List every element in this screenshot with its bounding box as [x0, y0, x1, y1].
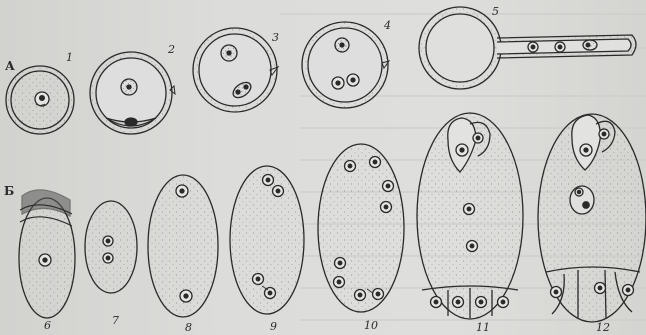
stage-label-4: 4 — [384, 20, 391, 31]
stage-2-cell — [90, 52, 175, 134]
stage-label-5: 5 — [492, 6, 499, 17]
stage-7-cell — [85, 201, 137, 293]
stage-label-7: 7 — [112, 315, 119, 326]
stage-11-embryo-sac — [417, 113, 523, 319]
stage-label-9: 9 — [270, 321, 277, 332]
series-label-a: А — [5, 60, 15, 72]
stage-label-3: 3 — [272, 32, 279, 43]
stage-12-mature-embryo-sac — [538, 114, 646, 322]
stage-8-cell — [148, 175, 218, 317]
stage-1-cell — [6, 66, 74, 134]
stage-label-8: 8 — [185, 322, 192, 333]
stage-label-10: 10 — [364, 320, 378, 331]
stage-label-11: 11 — [476, 322, 490, 333]
stage-label-2: 2 — [168, 44, 175, 55]
stage-label-12: 12 — [596, 322, 610, 333]
stage-5-cell-with-tube — [419, 7, 636, 89]
stage-6-cell — [19, 190, 75, 318]
stage-3-cell — [193, 28, 278, 112]
stage-4-cell — [302, 22, 389, 108]
stage-10-cell — [318, 144, 404, 312]
stage-label-1: 1 — [66, 52, 73, 63]
stage-9-cell — [230, 166, 304, 314]
series-label-b: Б — [4, 185, 14, 197]
stage-label-6: 6 — [44, 320, 51, 331]
